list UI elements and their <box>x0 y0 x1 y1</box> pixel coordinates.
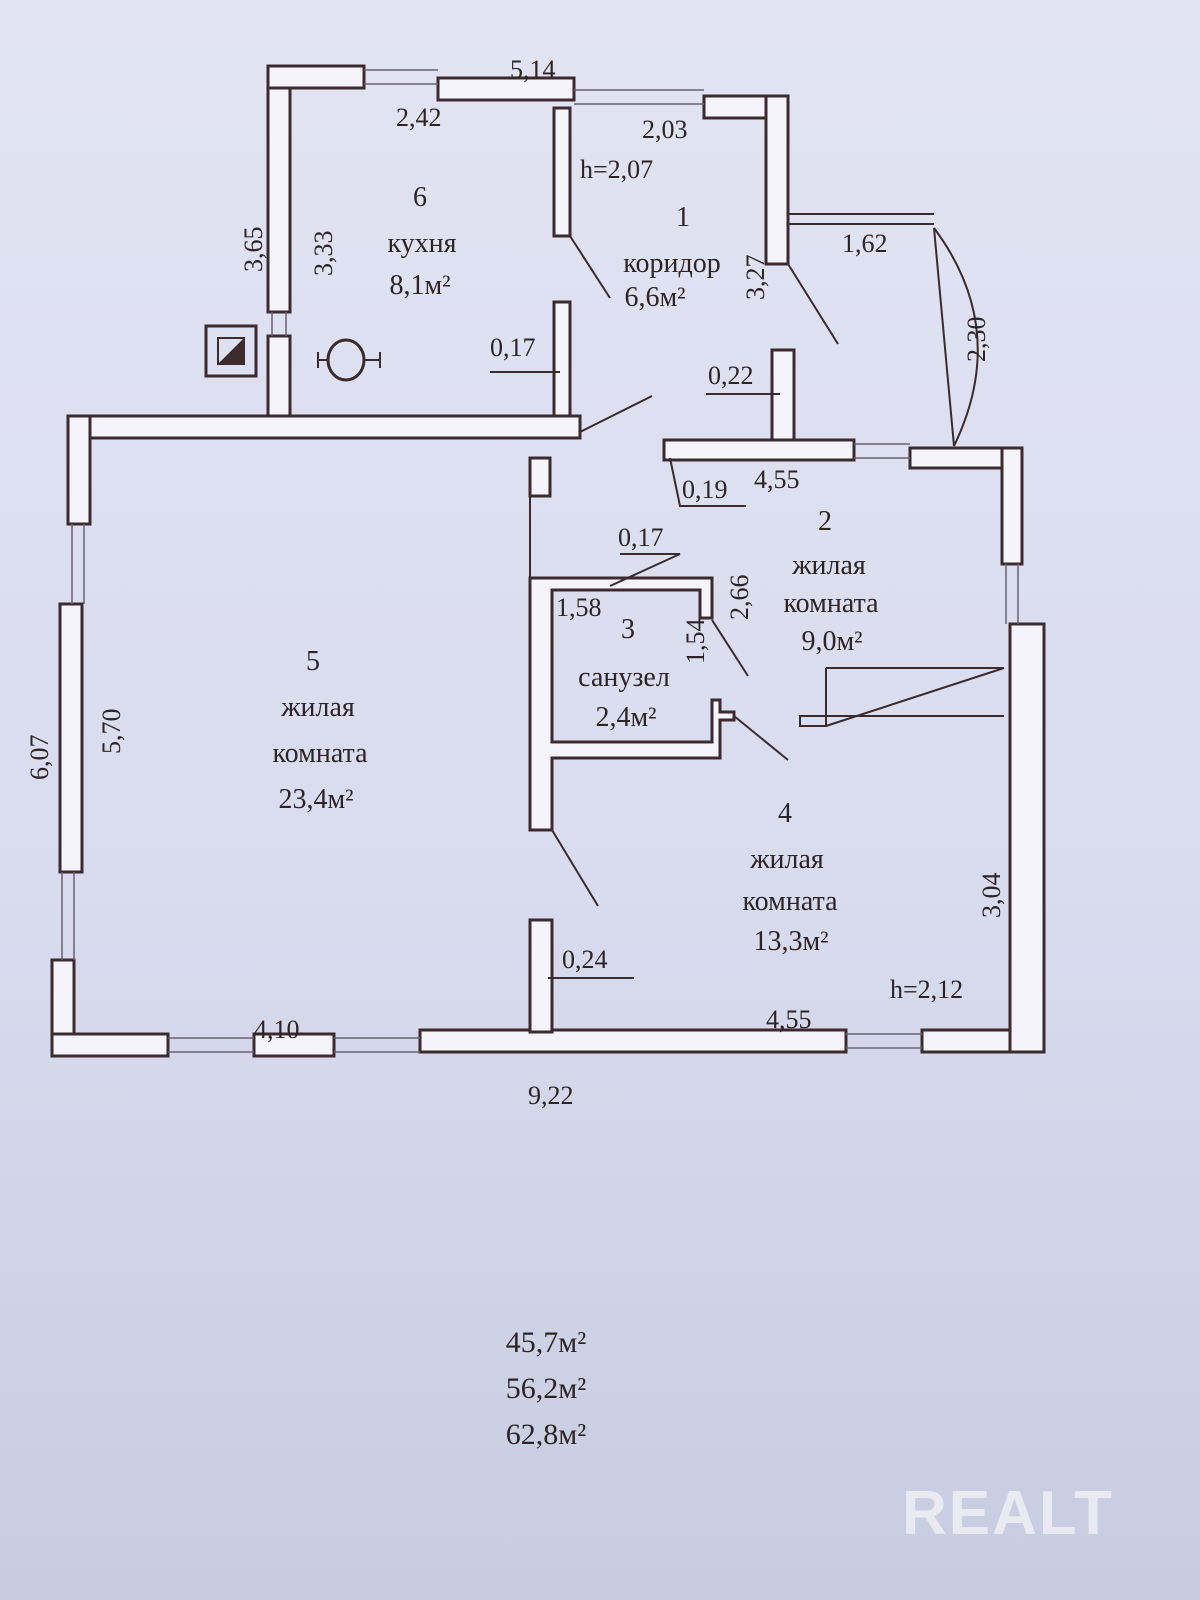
dimension-labels: 5,14 2,42 2,03 h=2,07 3,65 3,33 3,27 1,6… <box>25 55 1006 1110</box>
bottom-wall-b <box>252 1032 336 1058</box>
area-totals: 45,7м² 56,2м² 62,8м² <box>506 1326 586 1451</box>
room4-room5-wall <box>528 918 554 1034</box>
room2-right-wall <box>1000 446 1024 566</box>
svg-text:9,22: 9,22 <box>528 1081 574 1110</box>
svg-text:санузел: санузел <box>578 662 670 693</box>
bottom-wall-c <box>418 1028 848 1054</box>
svg-text:жилая: жилая <box>280 692 355 723</box>
total-living-area: 45,7м² <box>506 1326 586 1359</box>
svg-text:2,30: 2,30 <box>962 317 991 363</box>
porch <box>788 213 979 447</box>
windows <box>61 69 1019 1053</box>
svg-text:2,03: 2,03 <box>642 115 688 144</box>
leader-lines <box>490 371 780 979</box>
svg-text:0,22: 0,22 <box>708 361 754 390</box>
svg-text:жилая: жилая <box>749 844 824 875</box>
corridor-right-wall <box>764 94 790 266</box>
svg-text:2,4м²: 2,4м² <box>595 702 656 733</box>
room-6-label: 6 кухня 8,1м² <box>387 182 456 301</box>
svg-text:0,17: 0,17 <box>618 523 664 552</box>
svg-text:3: 3 <box>621 614 635 645</box>
svg-text:4,55: 4,55 <box>754 465 800 494</box>
svg-text:1,58: 1,58 <box>556 593 602 622</box>
realt-watermark-logo: REALT <box>902 1479 1114 1548</box>
svg-text:6,07: 6,07 <box>25 735 54 781</box>
svg-text:1: 1 <box>676 202 690 233</box>
room-3-label: 3 санузел 2,4м² <box>578 614 670 733</box>
svg-text:3,04: 3,04 <box>977 873 1006 919</box>
svg-text:8,1м²: 8,1м² <box>389 270 450 301</box>
room5-left-wall-b <box>58 602 84 874</box>
kitchen-top-wall <box>266 64 366 90</box>
room4-right-wall <box>1008 622 1046 1054</box>
svg-text:комната: комната <box>272 738 368 769</box>
doors <box>551 235 839 907</box>
walls <box>50 64 1046 1058</box>
svg-text:9,0м²: 9,0м² <box>801 626 862 657</box>
svg-text:2: 2 <box>818 506 832 537</box>
kitchen-left-wall-lower <box>266 334 292 424</box>
stove-icon <box>317 338 381 382</box>
svg-text:2,66: 2,66 <box>725 575 754 621</box>
room-4-label: 4 жилая комната 13,3м² <box>742 798 838 957</box>
bottom-wall-a <box>50 1032 170 1058</box>
kitchen-corridor-wall <box>552 106 572 238</box>
room-5-label: 5 жилая комната 23,4м² <box>272 646 368 815</box>
svg-text:3,65: 3,65 <box>239 227 268 273</box>
svg-text:5,70: 5,70 <box>97 709 126 755</box>
stairs <box>799 667 1005 727</box>
kitchen-left-wall <box>266 64 292 314</box>
bathroom-walls <box>528 576 736 832</box>
partition-stub <box>528 456 552 498</box>
svg-text:кухня: кухня <box>387 228 456 259</box>
svg-text:0,19: 0,19 <box>682 475 728 504</box>
svg-text:4: 4 <box>778 798 792 829</box>
svg-text:комната: комната <box>742 886 838 917</box>
svg-text:6: 6 <box>413 182 427 213</box>
svg-text:6,6м²: 6,6м² <box>624 282 685 313</box>
svg-text:13,3м²: 13,3м² <box>753 926 828 957</box>
svg-text:h=2,12: h=2,12 <box>890 975 963 1004</box>
svg-text:4,10: 4,10 <box>254 1015 300 1044</box>
top-wall-mid <box>436 76 576 102</box>
svg-text:h=2,07: h=2,07 <box>580 155 653 184</box>
svg-text:3,33: 3,33 <box>309 231 338 277</box>
svg-text:0,17: 0,17 <box>490 333 536 362</box>
svg-text:5,14: 5,14 <box>510 55 556 84</box>
room-2-label: 2 жилая комната 9,0м² <box>783 506 879 657</box>
room2-top-wall <box>662 438 856 462</box>
total-area-with-porch: 62,8м² <box>506 1418 586 1451</box>
svg-text:1,54: 1,54 <box>681 619 710 665</box>
svg-text:1,62: 1,62 <box>842 229 888 258</box>
room-1-label: 1 коридор 6,6м² <box>623 202 720 313</box>
svg-text:3,27: 3,27 <box>741 255 770 301</box>
total-area: 56,2м² <box>506 1372 586 1405</box>
room5-left-wall-a <box>66 414 92 526</box>
boiler-icon <box>204 324 258 378</box>
svg-text:жилая: жилая <box>791 550 866 581</box>
room5-top-wall <box>66 414 582 440</box>
svg-text:4,55: 4,55 <box>766 1005 812 1034</box>
svg-text:2,42: 2,42 <box>396 103 442 132</box>
svg-text:23,4м²: 23,4м² <box>278 784 353 815</box>
corridor-stub-wall <box>770 348 796 444</box>
kitchen-corridor-wall-lower <box>552 300 572 434</box>
svg-text:комната: комната <box>783 588 879 619</box>
svg-text:коридор: коридор <box>623 248 720 279</box>
svg-text:5: 5 <box>306 646 320 677</box>
svg-text:0,24: 0,24 <box>562 945 608 974</box>
